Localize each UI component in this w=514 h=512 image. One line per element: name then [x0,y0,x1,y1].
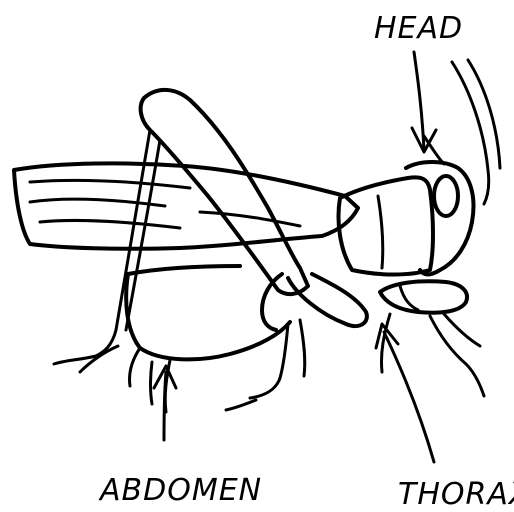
thorax-pointer [376,324,434,462]
thorax-body [339,177,434,274]
head-pointer [412,52,436,152]
thorax-label: THORAX [398,477,514,512]
head-label: HEAD [374,11,463,46]
abdomen-label: ABDOMEN [98,473,262,508]
abdomen-pointer [154,366,176,440]
eye-icon [434,176,458,216]
wing [14,163,358,248]
